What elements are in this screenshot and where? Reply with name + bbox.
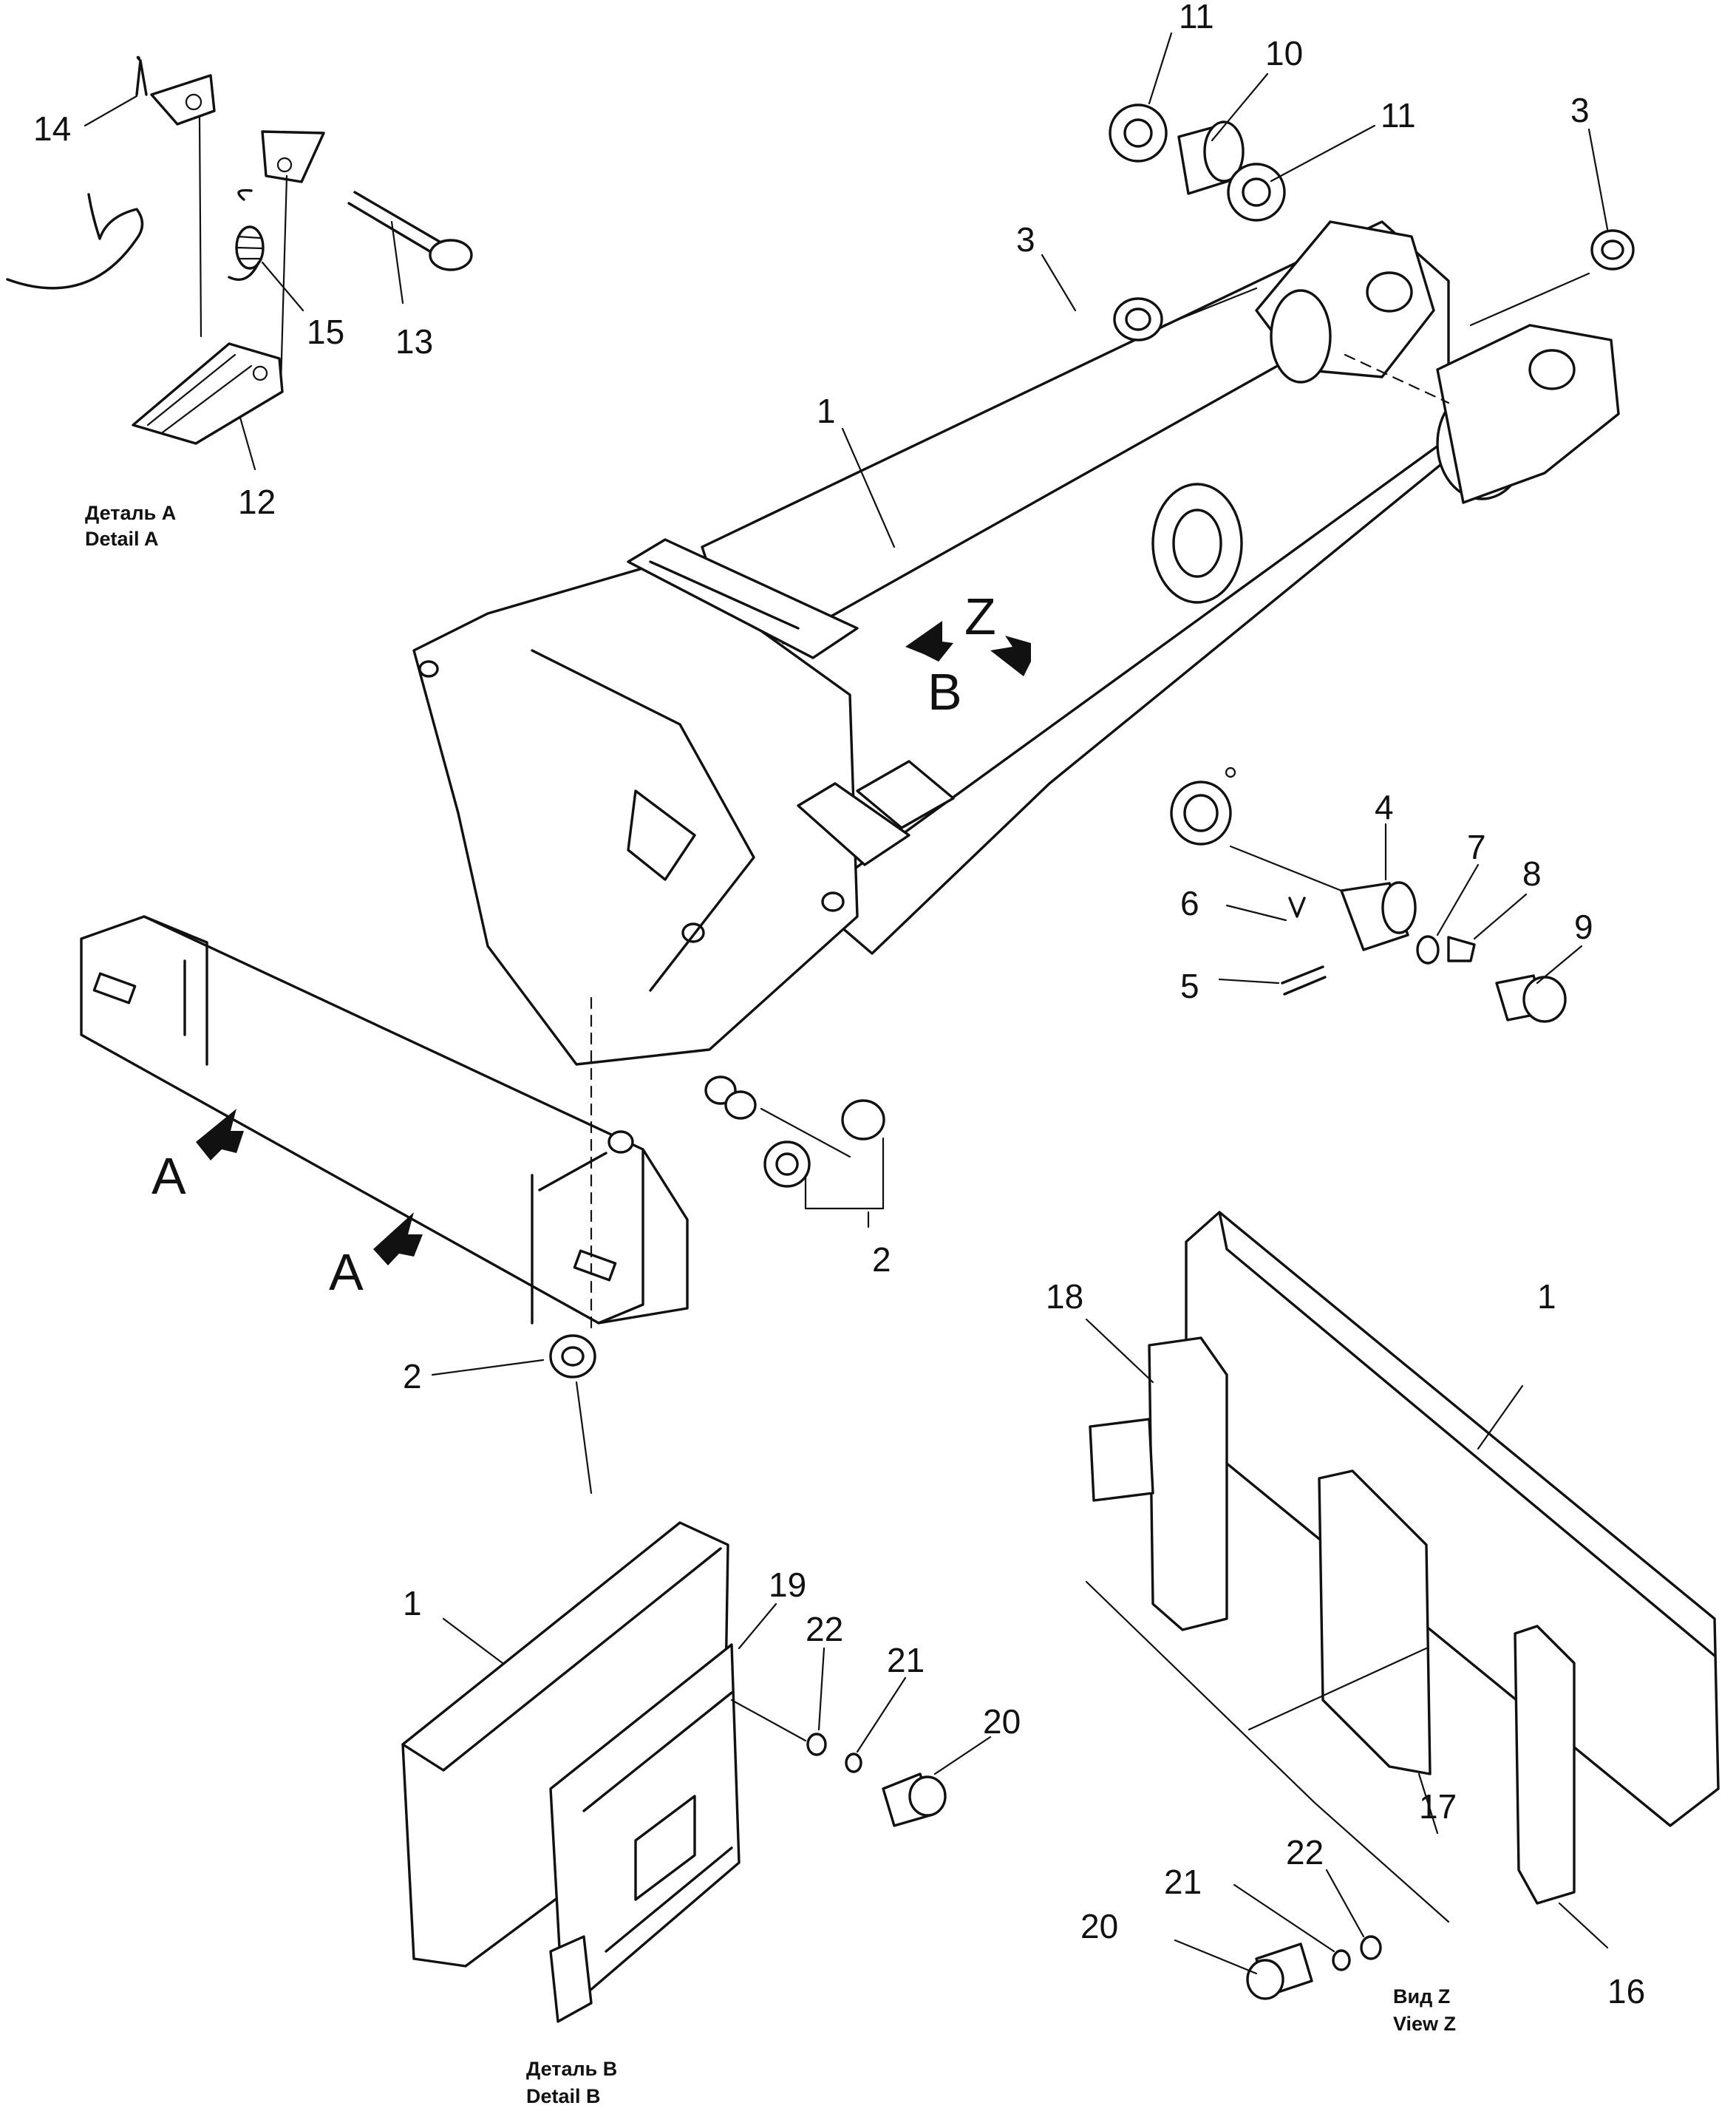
top-hatch xyxy=(627,538,859,659)
bushing-3-right xyxy=(1590,229,1635,271)
washer-11-left xyxy=(1109,103,1168,163)
tooth-12 xyxy=(132,342,284,445)
arrow-b xyxy=(905,621,953,662)
caption-view-z-en: View Z xyxy=(1393,2013,1456,2035)
callout-9: 9 xyxy=(1574,908,1593,946)
callout-11: 11 xyxy=(1179,0,1214,35)
plate-17 xyxy=(1318,1469,1432,1775)
callout-16: 16 xyxy=(1607,1972,1645,2010)
callout-3: 3 xyxy=(1016,220,1035,259)
callout-17: 17 xyxy=(1419,1787,1457,1826)
view-z-assembly xyxy=(1085,1211,1720,2000)
callout-labels: 11 10 11 3 3 1 4 7 8 9 6 5 2 2 1 19 22 2… xyxy=(33,0,1645,2010)
bushing-3-left xyxy=(1113,297,1163,341)
callout-6: 6 xyxy=(1180,884,1199,922)
view-z-beam xyxy=(1185,1211,1720,1827)
spring-washer-21-z xyxy=(1332,1949,1351,1971)
plate-16 xyxy=(1514,1625,1576,1905)
caption-detail-a-en: Detail A xyxy=(85,528,159,550)
plate-18 xyxy=(1148,1336,1228,1631)
cross-tube xyxy=(1270,289,1332,384)
callout-2: 2 xyxy=(872,1240,891,1279)
view-label-z: Z xyxy=(964,588,996,645)
captions: Деталь A Detail A Деталь B Detail B Вид … xyxy=(85,502,1456,2107)
callout-7: 7 xyxy=(1467,828,1486,866)
cotter-pin-14 xyxy=(135,55,148,96)
detail-a-assembly xyxy=(6,55,473,445)
callout-3: 3 xyxy=(1570,91,1590,129)
callout-22: 22 xyxy=(1286,1833,1324,1872)
arrow-z xyxy=(990,636,1031,676)
callout-19: 19 xyxy=(769,1566,806,1604)
caption-detail-a-ru: Деталь A xyxy=(85,502,176,524)
callout-22: 22 xyxy=(806,1610,843,1648)
callout-20: 20 xyxy=(983,1702,1021,1741)
callout-5: 5 xyxy=(1180,967,1199,1005)
view-arrows xyxy=(196,621,1031,1265)
view-label-a: A xyxy=(329,1243,364,1301)
callout-18: 18 xyxy=(1046,1277,1083,1316)
front-frame-body xyxy=(412,560,859,1066)
callout-15: 15 xyxy=(307,313,344,351)
bushing-2-lower xyxy=(549,1334,596,1379)
rear-fork xyxy=(1436,324,1620,504)
arrow-a-bottom xyxy=(373,1212,423,1265)
callout-1: 1 xyxy=(817,392,836,430)
bushing-2-left xyxy=(763,1141,811,1188)
upper-bushings xyxy=(1109,103,1635,341)
caption-detail-b-ru: Деталь B xyxy=(526,2058,617,2080)
view-label-a: A xyxy=(152,1147,186,1205)
callout-21: 21 xyxy=(1164,1863,1202,1901)
callout-13: 13 xyxy=(395,322,433,361)
cotter-6 xyxy=(1288,897,1306,918)
spring-washer-21 xyxy=(845,1753,862,1773)
washer-22 xyxy=(806,1733,827,1756)
upper-plate xyxy=(150,74,216,126)
hinge-plate xyxy=(261,130,325,183)
bushing-2-right xyxy=(841,1099,885,1141)
detail-b-assembly xyxy=(401,1521,947,2023)
view-label-b: B xyxy=(927,663,962,721)
callout-1: 1 xyxy=(403,1584,422,1622)
leader-lines xyxy=(84,32,1609,1975)
caption-view-z-ru: Вид Z xyxy=(1393,1985,1450,2008)
washer-22-z xyxy=(1360,1935,1382,1960)
pin-13 xyxy=(347,191,445,256)
pin-set-right xyxy=(1229,845,1567,1023)
main-frame xyxy=(80,220,1620,1332)
callout-2: 2 xyxy=(403,1357,422,1396)
callout-10: 10 xyxy=(1265,34,1303,72)
callout-11: 11 xyxy=(1381,96,1416,135)
pin-5 xyxy=(1281,965,1327,996)
arrow-a-left xyxy=(196,1109,244,1160)
callout-20: 20 xyxy=(1080,1907,1118,1945)
callout-4: 4 xyxy=(1375,788,1394,826)
callout-14: 14 xyxy=(33,109,71,148)
lock-plate-8 xyxy=(1447,936,1476,962)
caption-detail-b-en: Detail B xyxy=(526,2085,601,2107)
callout-21: 21 xyxy=(887,1641,925,1679)
callout-12: 12 xyxy=(238,483,276,521)
front-bushings xyxy=(549,1099,885,1495)
callout-1: 1 xyxy=(1537,1277,1556,1316)
washer-7 xyxy=(1416,935,1440,965)
washer-11-right xyxy=(1227,163,1286,222)
view-labels: A A B Z xyxy=(152,588,996,1301)
callout-8: 8 xyxy=(1522,854,1542,893)
pivot-flange xyxy=(1170,781,1232,846)
